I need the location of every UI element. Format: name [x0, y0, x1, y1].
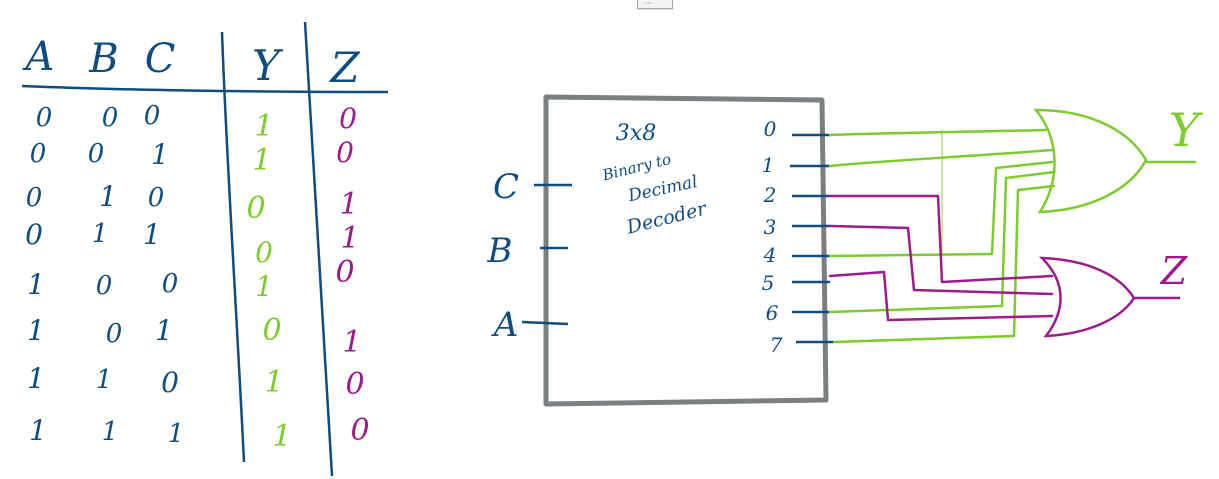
cell-r6-c: 0 — [161, 366, 179, 399]
out-label-3: 3 — [764, 215, 777, 239]
y-output-label: Y — [1169, 103, 1204, 157]
wire-out2-to-z — [828, 194, 1054, 284]
cell-r0-y: 1 — [254, 109, 273, 144]
out-label-4: 4 — [763, 243, 777, 267]
cell-r3-z: 1 — [340, 221, 359, 256]
out-label-6: 6 — [766, 301, 779, 325]
cell-r2-c: 0 — [148, 183, 165, 213]
cell-r3-b: 1 — [92, 219, 109, 249]
input-label-b: B — [487, 231, 513, 271]
toolbar-overflow-button[interactable]: ⋯ — [637, 0, 673, 9]
cell-r3-y: 0 — [255, 236, 273, 269]
header-y: Y — [252, 41, 284, 90]
out-label-0: 0 — [764, 117, 777, 141]
cell-r6-a: 1 — [27, 362, 45, 395]
wire-out5-to-z — [828, 270, 1054, 322]
cell-r2-y: 0 — [246, 191, 265, 226]
cell-r6-y: 1 — [264, 365, 283, 400]
wire-out3-to-z — [828, 224, 1054, 296]
cell-r2-z: 1 — [339, 187, 358, 222]
cell-r5-y: 0 — [262, 313, 281, 348]
header-b: B — [88, 36, 118, 82]
cell-r0-c: 0 — [144, 101, 161, 131]
cell-r7-a: 1 — [29, 414, 47, 447]
cell-r7-y: 1 — [272, 419, 291, 454]
cell-r0-a: 0 — [36, 103, 53, 133]
or-gate-y-body — [1033, 108, 1148, 214]
cell-r0-b: 0 — [102, 103, 119, 133]
header-a: A — [22, 34, 55, 80]
decoder-box — [543, 94, 829, 407]
cell-r3-c: 1 — [143, 218, 161, 251]
cell-r5-z: 1 — [342, 325, 361, 360]
out-label-5: 5 — [762, 271, 775, 295]
decoder-label-size: 3x8 — [616, 121, 656, 146]
cell-r4-c: 0 — [162, 269, 179, 299]
input-label-a: A — [491, 305, 519, 345]
input-label-c: C — [493, 167, 519, 207]
out-label-2: 2 — [763, 183, 777, 207]
decoder-block: 3x8 Binary to Decimal Decoder C B A 0 1 … — [487, 94, 834, 407]
truth-table: A B C Y Z 0 0 0 1 0 0 0 1 1 0 0 1 0 0 1 … — [21, 21, 389, 477]
cell-r4-z: 0 — [335, 255, 354, 290]
cell-r0-z: 0 — [339, 102, 357, 135]
decoder-wiring — [828, 128, 1056, 344]
out-label-7: 7 — [770, 333, 783, 357]
out-label-1: 1 — [762, 153, 775, 177]
or-gate-z: Z — [1038, 249, 1188, 338]
or-gate-y: Y — [1033, 103, 1204, 214]
table-divider-inputs-outputs — [220, 31, 246, 463]
cell-r4-y: 1 — [255, 270, 273, 303]
wire-out0-to-y — [828, 128, 1048, 137]
cell-r1-c: 1 — [151, 138, 169, 171]
cell-r5-c: 1 — [155, 314, 173, 347]
or-gate-z-body — [1038, 256, 1136, 338]
wire-out7-to-y — [832, 184, 1056, 344]
pin-a — [521, 320, 569, 326]
z-output-label: Z — [1160, 249, 1188, 293]
cell-r6-b: 1 — [96, 365, 113, 395]
ellipsis-icon: ⋯ — [645, 0, 652, 7]
header-c: C — [145, 36, 176, 82]
cell-r4-b: 0 — [96, 271, 113, 301]
table-header-rule — [21, 84, 389, 94]
cell-r5-b: 0 — [106, 319, 123, 349]
cell-r7-z: 0 — [350, 413, 369, 448]
cell-r6-z: 0 — [345, 367, 364, 402]
cell-r1-z: 0 — [336, 136, 354, 169]
cell-r5-a: 1 — [27, 314, 45, 347]
wire-out1-to-y — [828, 148, 1054, 168]
cell-r1-a: 0 — [30, 139, 47, 169]
cell-r2-b: 1 — [99, 180, 117, 213]
cell-r1-y: 1 — [252, 143, 271, 178]
cell-r2-a: 0 — [26, 183, 43, 213]
cell-r7-c: 1 — [168, 419, 185, 449]
wire-out6-to-y — [828, 170, 1056, 314]
cell-r4-a: 1 — [27, 268, 45, 301]
header-z: Z — [328, 43, 360, 92]
cell-r7-b: 1 — [102, 417, 119, 447]
table-divider-y-z — [303, 21, 334, 477]
cell-r1-b: 0 — [88, 139, 105, 169]
cell-r3-a: 0 — [25, 218, 43, 251]
